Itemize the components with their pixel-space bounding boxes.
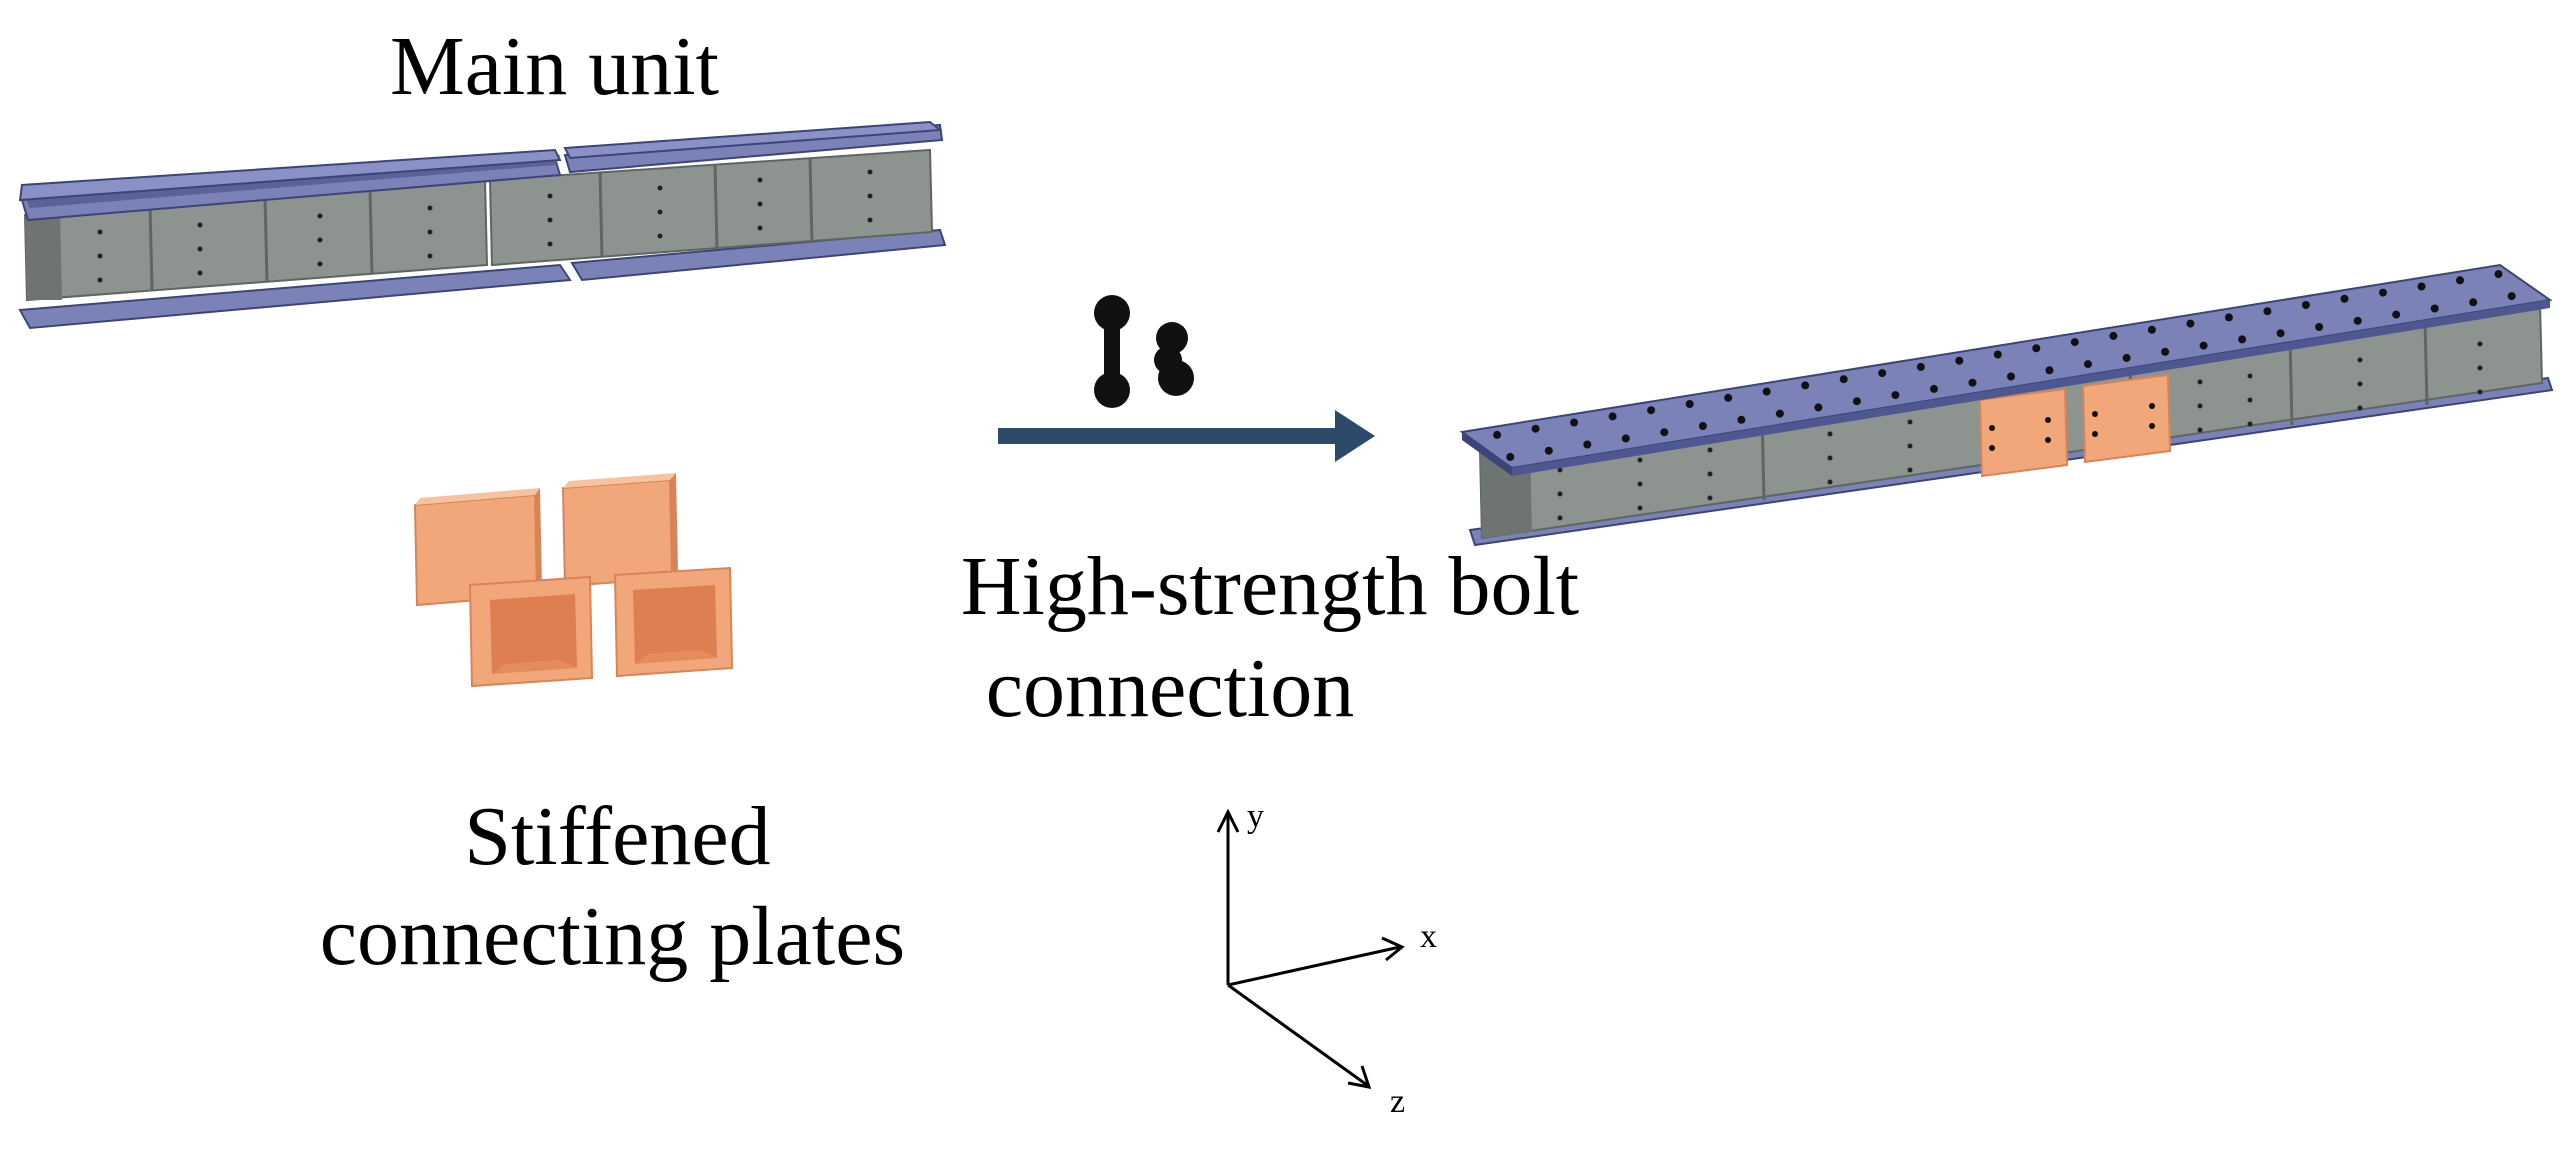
flange-bolt [2469, 298, 2478, 307]
x-axis-label: x [1420, 918, 1437, 955]
y-axis-label: y [1247, 798, 1264, 835]
z-axis-label: z [1390, 1083, 1406, 1120]
flange-bolt [1506, 452, 1515, 461]
flange-bolt [1814, 403, 1823, 412]
assembled-connecting-plate-1 [1978, 387, 2069, 478]
main-unit-end-plate-left [25, 212, 62, 300]
stiffened-plates-label-line2: connecting plates [319, 890, 906, 983]
flange-bolt [1737, 415, 1746, 424]
plate-box-3 [468, 575, 594, 688]
flange-bolt [1839, 375, 1848, 384]
main-unit-beam [18, 120, 947, 330]
flange-bolt [1852, 397, 1861, 406]
flange-bolt [2122, 353, 2131, 362]
flange-bolt [1993, 350, 2002, 359]
flange-bolt [2379, 288, 2387, 297]
flange-bolt [2263, 307, 2272, 316]
flange-bolt [2161, 347, 2170, 356]
x-axis [1227, 945, 1401, 987]
flange-bolt [2045, 366, 2054, 375]
flange-bolt [1583, 440, 1592, 449]
flange-bolt [2507, 292, 2516, 301]
flange-bolt [2109, 331, 2118, 340]
plate-box-4 [613, 566, 734, 678]
flange-bolt [1544, 446, 1553, 455]
flange-bolt [2276, 329, 2285, 338]
flange-bolt [2224, 313, 2233, 322]
flange-bolt [2340, 294, 2349, 303]
flange-bolt [2430, 304, 2439, 313]
main-unit-upper-plate-right [563, 120, 943, 160]
flange-bolt [1762, 387, 1771, 396]
bolt-connection-label-line2: connection [985, 642, 1355, 735]
flange-bolt [2392, 310, 2401, 319]
arrow-right-icon [998, 410, 1375, 462]
flange-bolt [2494, 270, 2503, 279]
flange-bolt [1531, 424, 1540, 433]
flange-bolt [1570, 418, 1579, 427]
assembled-beam [1459, 263, 2554, 547]
flange-bolt [1685, 400, 1694, 408]
flange-bolt [2456, 276, 2464, 285]
flange-bolt [2238, 335, 2247, 344]
flange-bolt [1647, 406, 1656, 415]
plate-box-2 [561, 473, 678, 588]
flange-bolt [1930, 384, 1938, 393]
flange-bolt [1608, 412, 1617, 421]
flange-bolt [1916, 362, 1925, 371]
assembled-top-flange-side [1512, 300, 2550, 476]
main-unit-label: Main unit [390, 20, 719, 113]
flange-bolt [1801, 381, 1810, 390]
flange-bolt [1891, 391, 1900, 400]
bolt-icon [1094, 295, 1194, 408]
assembled-top-flange-edge [1462, 432, 1512, 476]
z-axis [1227, 983, 1368, 1087]
flange-bolt [2084, 360, 2092, 369]
flange-bolt [1698, 422, 1707, 430]
flange-bolt [2301, 301, 2310, 309]
stiffened-plates [413, 473, 734, 688]
flange-bolt [1621, 434, 1630, 443]
flange-bolt [1955, 356, 1964, 365]
flange-bolt [2186, 319, 2195, 328]
flange-bolt [2353, 316, 2362, 325]
flange-bolt [2147, 325, 2156, 334]
main-unit-upper-plate-left [18, 148, 562, 202]
y-axis-arrowhead [1216, 808, 1240, 833]
assembled-connecting-plate-2 [2081, 373, 2172, 464]
main-unit-bottom-flange-left [18, 263, 572, 330]
coordinate-axes [1216, 808, 1405, 1089]
z-axis-arrowhead [1347, 1065, 1372, 1089]
top-flange-bolts [1493, 270, 2516, 461]
flange-bolt [2070, 338, 2079, 347]
flange-bolt [1660, 428, 1669, 437]
bolt-connection-label-line1: High-strength bolt [960, 540, 1580, 633]
flange-bolt [2199, 341, 2208, 350]
flange-bolt [2032, 344, 2041, 353]
flange-bolt [1724, 393, 1733, 402]
flange-bolt [2315, 323, 2324, 331]
flange-bolt [1878, 369, 1887, 378]
stiffened-plates-label-line1: Stiffened [464, 790, 771, 883]
flange-bolt [2417, 282, 2426, 291]
flange-bolt [1968, 378, 1977, 387]
x-axis-arrowhead [1381, 936, 1405, 962]
flange-bolt [1775, 409, 1784, 418]
flange-bolt [2007, 372, 2015, 381]
flange-bolt [1493, 430, 1502, 439]
